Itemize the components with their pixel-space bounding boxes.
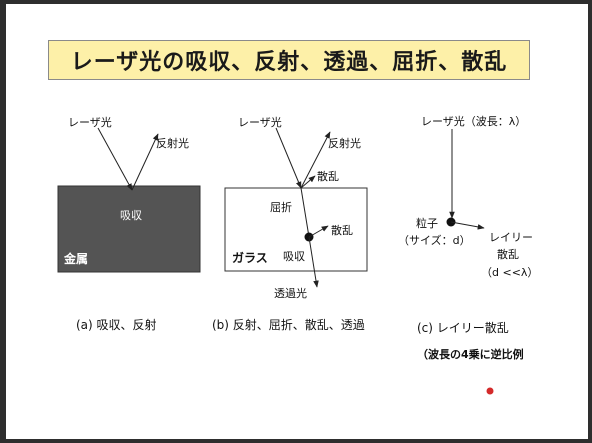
refracted-ray — [300, 187, 310, 238]
transmitted-ray — [308, 236, 319, 288]
pointer-cursor — [486, 387, 494, 395]
scatter-mid-label-b: 散乱 — [331, 223, 353, 237]
particle-label: 粒子 — [416, 216, 438, 230]
reflected-label-b: 反射光 — [328, 136, 361, 150]
metal-label: 金属 — [63, 251, 88, 266]
incident-ray-a — [97, 127, 133, 191]
particle-size-label: （サイズ：d） — [398, 233, 471, 247]
panel-c: レーザ光（波長：λ） 粒子 （サイズ：d） レイリー 散乱 （d <<λ） (c… — [398, 114, 538, 361]
reflected-ray-b — [300, 131, 331, 189]
panel-b: レーザ光 反射光 散乱 屈折 散乱 吸収 ガラス 透過光 (b) 反射、屈折、散… — [212, 115, 368, 332]
rayleigh-label-1: レイリー — [489, 231, 533, 244]
reflected-ray-a — [131, 133, 159, 191]
caption-c: (c) レイリー散乱 — [417, 320, 509, 335]
internal-scatter-ray — [308, 225, 329, 238]
diagram-canvas: レーザ光 反射光 吸収 金属 (a) 吸収、反射 レーザ光 反射光 散乱 屈折 … — [57, 114, 538, 395]
incident-label-b: レーザ光 — [238, 115, 282, 129]
transmitted-label-b: 透過光 — [274, 286, 307, 300]
rayleigh-label-2: 散乱 — [497, 247, 519, 261]
slide: レーザ光の吸収、反射、透過、屈折、散乱 レーザ光 反射光 吸収 金属 (a) 吸… — [6, 4, 588, 439]
refraction-label-b: 屈折 — [270, 200, 292, 214]
absorption-label-b: 吸収 — [283, 250, 305, 263]
glass-block — [224, 187, 368, 272]
slide-title: レーザ光の吸収、反射、透過、屈折、散乱 — [48, 40, 530, 80]
glass-label: ガラス — [232, 250, 268, 265]
incident-label-c: レーザ光（波長：λ） — [421, 114, 526, 128]
wavelength-note: （波長の4乗に逆比例 — [417, 347, 524, 361]
condition-label: （d <<λ） — [481, 266, 538, 279]
caption-a: (a) 吸収、反射 — [76, 317, 157, 332]
panel-a: レーザ光 反射光 吸収 金属 (a) 吸収、反射 — [57, 115, 201, 332]
scatter-top-label-b: 散乱 — [317, 169, 339, 183]
incident-ray-b — [275, 127, 302, 189]
caption-b: (b) 反射、屈折、散乱、透過 — [212, 317, 365, 332]
absorption-label-a: 吸収 — [120, 209, 142, 222]
reflected-label-a: 反射光 — [156, 136, 189, 150]
incident-label-a: レーザ光 — [68, 115, 112, 129]
surface-scatter-ray — [300, 175, 316, 189]
rayleigh-scatter-ray — [450, 221, 485, 230]
